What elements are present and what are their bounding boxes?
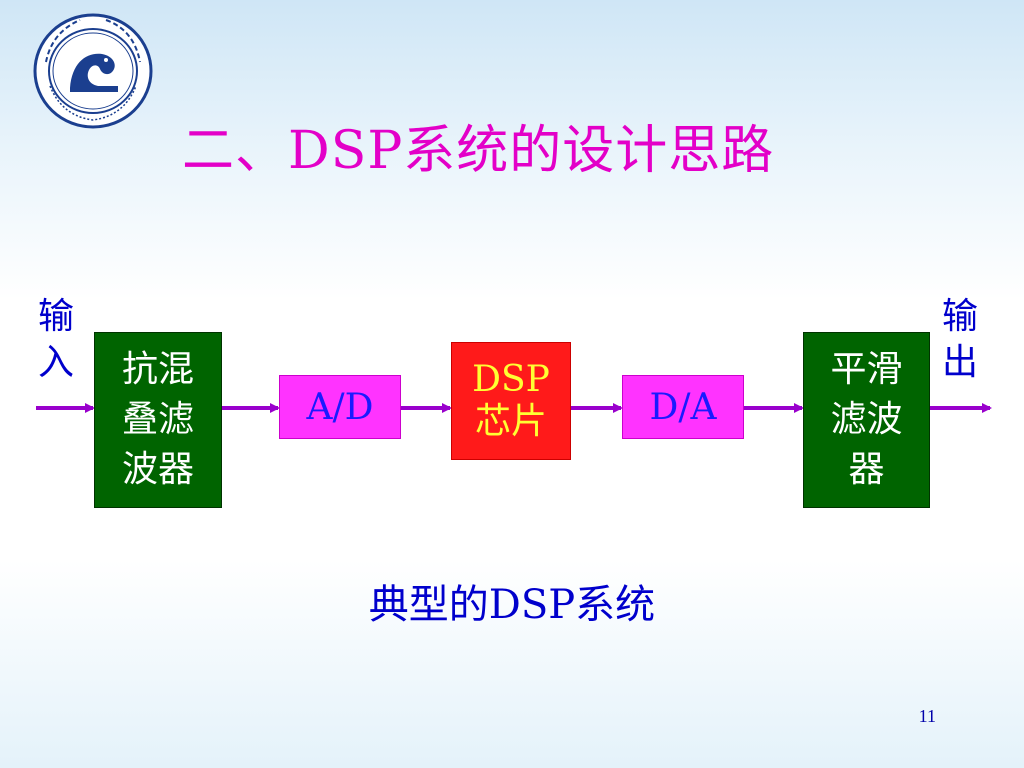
dsp-chip-block: DSP 芯片 — [451, 342, 571, 460]
slide-title: 二、DSP系统的设计思路 — [182, 121, 775, 181]
anti-aliasing-filter-block: 抗混 叠滤 波器 — [94, 332, 222, 508]
diagram-caption: 典型的DSP系统 — [368, 582, 656, 628]
page-number: 11 — [918, 706, 936, 726]
smoothing-filter-block: 平滑 滤波 器 — [803, 332, 930, 508]
input-label: 输 入 — [38, 296, 75, 383]
da-converter-block: D/A — [622, 375, 744, 439]
university-seal-dinosaur-icon — [33, 13, 153, 129]
ad-converter-block: A/D — [279, 375, 401, 439]
output-label: 输 出 — [942, 296, 979, 383]
